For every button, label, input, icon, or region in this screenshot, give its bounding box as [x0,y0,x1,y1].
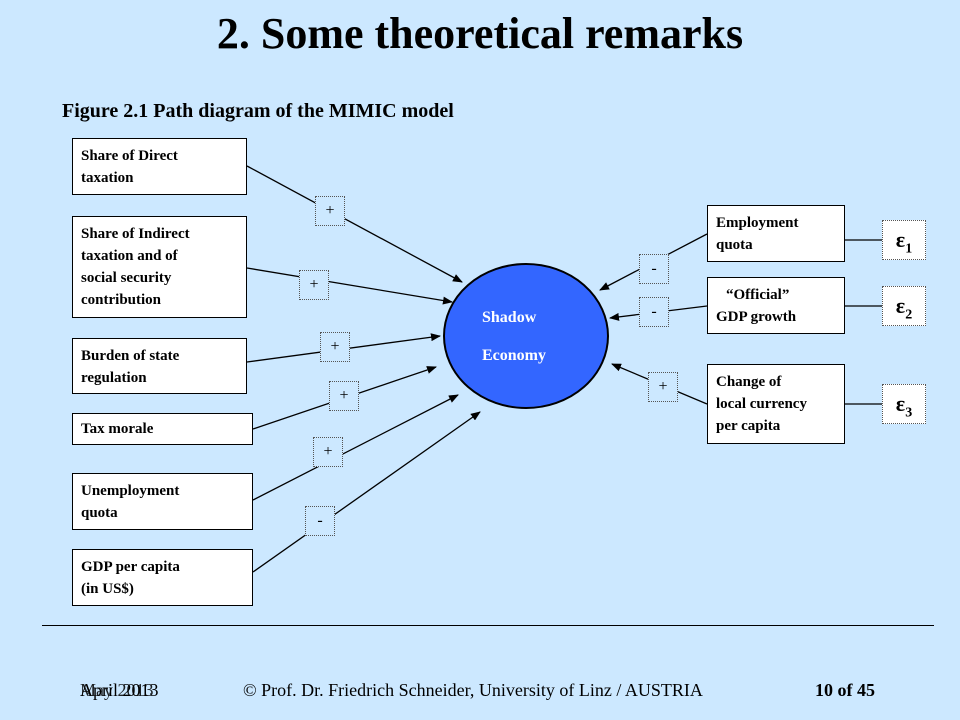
sign-cause-2: + [299,270,329,300]
sign-indicator-1: - [639,254,669,284]
indicator-box-gdp-growth: “Official” GDP growth [707,277,845,334]
slide-title: 2. Some theoretical remarks [216,9,744,58]
arrow-cause-1 [246,165,463,283]
shadow-economy-ellipse [443,263,609,409]
sign-indicator-2: - [639,297,669,327]
indicator-box-employment: Employment quota [707,205,845,262]
panel-divider [42,625,934,626]
arrow-cause-6 [252,411,481,573]
cause-box-indirect-taxation: Share of Indirect taxation and of social… [72,216,247,318]
sign-cause-5: + [313,437,343,467]
cause-box-state-regulation: Burden of state regulation [72,338,247,394]
arrow-cause-5 [252,394,459,501]
cause-box-gdp-per-capita: GDP per capita (in US$) [72,549,253,606]
latent-label-line1: Shadow [482,309,537,326]
arrow-cause-2 [246,267,453,305]
cause-box-direct-taxation: Share of Direct taxation [72,138,247,195]
footer-date-b: May 2013 [80,680,154,700]
sign-cause-4: + [329,381,359,411]
error-term-1: ε1 [882,220,926,260]
title-band [0,0,960,76]
sign-cause-1: + [315,196,345,226]
latent-label-line2: Economy [482,347,546,364]
indicator-box-currency: Change of local currency per capita [707,364,845,444]
sign-cause-3: + [320,332,350,362]
footer-page-number: 10 of 45 [815,680,875,700]
cause-box-tax-morale: Tax morale [72,413,253,445]
sign-cause-6: - [305,506,335,536]
footer-copyright: © Prof. Dr. Friedrich Schneider, Univers… [243,680,703,700]
error-term-3: ε3 [882,384,926,424]
footer-date-a: April 2013 [80,680,159,700]
figure-title: Figure 2.1 Path diagram of the MIMIC mod… [62,100,454,122]
error-term-2: ε2 [882,286,926,326]
cause-box-unemployment: Unemployment quota [72,473,253,530]
sign-indicator-3: + [648,372,678,402]
